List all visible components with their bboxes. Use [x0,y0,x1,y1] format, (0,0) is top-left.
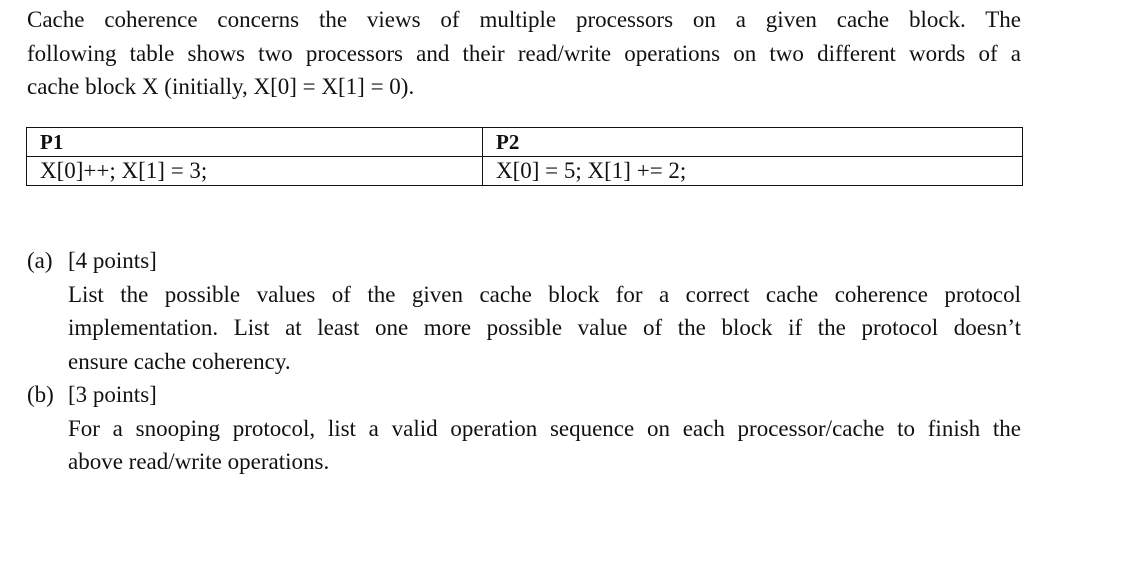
question-a-text: List the possible values of the given ca… [68,278,1021,379]
question-a-line: List the possible values of the given ca… [68,281,1021,307]
table-row: X[0]++; X[1] = 3; X[0] = 5; X[1] += 2; [26,156,1023,186]
intro-line: following table shows two processors and… [27,40,1021,66]
column-header-p2: P2 [482,127,1023,157]
question-b-line: above read/write operations. [68,449,330,474]
question-b-line: For a snooping protocol, list a valid op… [68,415,1021,441]
question-b: (b) [3 points] For a snooping protocol, l… [27,378,1021,479]
question-a-points: [4 points] [68,248,157,273]
intro-line: cache block X (initially, X[0] = X[1] = … [27,74,415,99]
operations-table: P1 P2 X[0]++; X[1] = 3; X[0] = 5; X[1] +… [26,127,1023,186]
question-b-text: For a snooping protocol, list a valid op… [68,412,1021,479]
question-a-label: (a) [27,248,53,273]
table-cell-p1-ops: X[0]++; X[1] = 3; [26,156,483,186]
intro-line: Cache coherence concerns the views of mu… [27,7,1021,32]
question-b-label: (b) [27,382,54,407]
question-b-points: [3 points] [68,382,157,407]
question-a: (a) [4 points] List the possible values o… [27,244,1021,378]
table-header-row: P1 P2 [26,127,1023,157]
question-b-heading: (b) [3 points] [27,378,1021,412]
question-a-line: implementation. List at least one more p… [68,315,1021,340]
intro-paragraph: Cache coherence concerns the views of mu… [27,3,1021,104]
table-cell-p2-ops: X[0] = 5; X[1] += 2; [482,156,1023,186]
question-a-line: ensure cache coherency. [68,348,291,374]
column-header-p1: P1 [26,127,483,157]
question-a-heading: (a) [4 points] [27,244,1021,278]
